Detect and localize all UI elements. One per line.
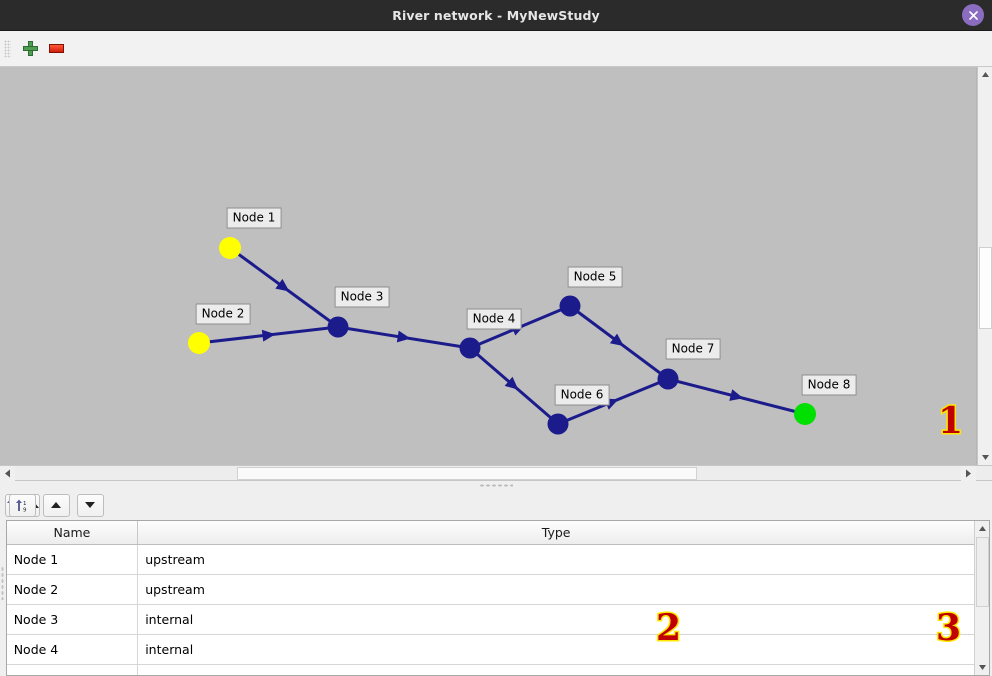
nodes-column-header[interactable]: Name bbox=[6, 521, 139, 545]
nodes-cell[interactable]: internal bbox=[137, 634, 975, 665]
diagram-viewport[interactable]: Node 1 Node 2 Node 3 Node 4 Node 5 Node 6 Node… bbox=[0, 67, 977, 465]
nodes-cell[interactable]: internal bbox=[137, 604, 975, 635]
splitter-grip-icon bbox=[479, 484, 513, 487]
title-bar: River network - MyNewStudy bbox=[0, 0, 992, 31]
add-node-button[interactable] bbox=[17, 36, 43, 62]
nodes-cell[interactable]: Node 4 bbox=[6, 634, 139, 665]
edge-arrow-icon bbox=[504, 376, 519, 390]
edge-arrow-icon bbox=[609, 333, 624, 347]
diagram-node-label[interactable]: Node 6 bbox=[554, 384, 610, 406]
diagram-node-node-1[interactable] bbox=[219, 237, 241, 259]
diagram-node-node-3[interactable] bbox=[327, 316, 349, 338]
scroll-up-icon[interactable] bbox=[978, 67, 992, 82]
diagram-node-label[interactable]: Node 4 bbox=[466, 308, 522, 330]
scroll-down-icon[interactable] bbox=[975, 660, 990, 675]
toolbar-drag-handle[interactable] bbox=[4, 39, 11, 58]
nodes-table-scrollbar[interactable] bbox=[974, 521, 990, 675]
diagram-node-label[interactable]: Node 7 bbox=[665, 338, 721, 360]
main-toolbar bbox=[0, 31, 992, 67]
diagram-node-node-7[interactable] bbox=[657, 368, 679, 390]
nodes-cell[interactable]: Node 2 bbox=[6, 574, 139, 605]
nodes-move-up-button[interactable] bbox=[42, 493, 70, 517]
splitter-grip-icon bbox=[0, 566, 4, 600]
scroll-left-icon[interactable] bbox=[0, 466, 15, 481]
nodes-toolbar: 1 9 bbox=[4, 490, 992, 520]
diagram-node-node-6[interactable] bbox=[547, 413, 569, 435]
nodes-cell[interactable]: upstream bbox=[137, 544, 975, 575]
diagram-horizontal-scroll-thumb[interactable] bbox=[237, 467, 697, 480]
nodes-cell[interactable] bbox=[6, 664, 139, 675]
diagram-node-label[interactable]: Node 3 bbox=[334, 286, 390, 308]
horizontal-splitter[interactable] bbox=[0, 481, 992, 490]
diagram-node-label[interactable]: Node 1 bbox=[226, 207, 282, 229]
diagram-node-label[interactable]: Node 2 bbox=[195, 303, 251, 325]
arrow-down-icon bbox=[85, 502, 96, 508]
svg-text:1: 1 bbox=[23, 501, 27, 507]
diagram-vertical-scrollbar[interactable] bbox=[977, 67, 992, 465]
svg-text:9: 9 bbox=[23, 507, 27, 513]
diagram-node-node-4[interactable] bbox=[459, 337, 481, 359]
nodes-table-scroll-thumb[interactable] bbox=[976, 537, 990, 607]
remove-node-button[interactable] bbox=[43, 36, 69, 62]
sort-icon: 1 9 bbox=[16, 499, 27, 513]
diagram-node-node-5[interactable] bbox=[559, 295, 581, 317]
nodes-cell[interactable]: Node 1 bbox=[6, 544, 139, 575]
nodes-sort-button[interactable]: 1 9 bbox=[8, 493, 36, 517]
diagram-node-node-8[interactable] bbox=[794, 403, 816, 425]
river-network-diagram[interactable]: Node 1 Node 2 Node 3 Node 4 Node 5 Node 6 Node… bbox=[0, 67, 976, 465]
diagram-node-label[interactable]: Node 8 bbox=[801, 374, 857, 396]
arrow-up-icon bbox=[51, 502, 62, 508]
nodes-cell[interactable]: upstream bbox=[137, 574, 975, 605]
diagram-horizontal-scrollbar[interactable] bbox=[0, 465, 992, 481]
nodes-table-row-empty[interactable] bbox=[6, 664, 975, 675]
plus-icon bbox=[22, 41, 38, 56]
diagram-node-label[interactable]: Node 5 bbox=[567, 266, 623, 288]
edge-arrow-icon bbox=[275, 278, 290, 292]
diagram-vertical-scroll-thumb[interactable] bbox=[979, 247, 992, 329]
window-title: River network - MyNewStudy bbox=[392, 7, 600, 23]
scroll-up-icon[interactable] bbox=[975, 521, 990, 536]
edge-arrow-icon bbox=[729, 389, 744, 401]
close-icon[interactable] bbox=[962, 4, 984, 26]
diagram-node-node-2[interactable] bbox=[188, 332, 210, 354]
edge-arrow-icon bbox=[261, 329, 276, 342]
minus-icon bbox=[48, 44, 64, 53]
edge-arrow-icon bbox=[396, 330, 411, 343]
scroll-right-icon[interactable] bbox=[961, 466, 976, 481]
nodes-move-down-button[interactable] bbox=[76, 493, 104, 517]
scroll-down-icon[interactable] bbox=[978, 450, 992, 465]
nodes-column-header[interactable]: Type bbox=[137, 521, 975, 545]
nodes-cell[interactable]: Node 3 bbox=[6, 604, 139, 635]
diagram-area: Node 1 Node 2 Node 3 Node 4 Node 5 Node 6 Node… bbox=[0, 67, 992, 465]
scrollbar-corner bbox=[976, 466, 992, 480]
edge-layer bbox=[198, 246, 806, 426]
vertical-splitter[interactable] bbox=[0, 490, 4, 676]
nodes-cell[interactable] bbox=[137, 664, 975, 675]
